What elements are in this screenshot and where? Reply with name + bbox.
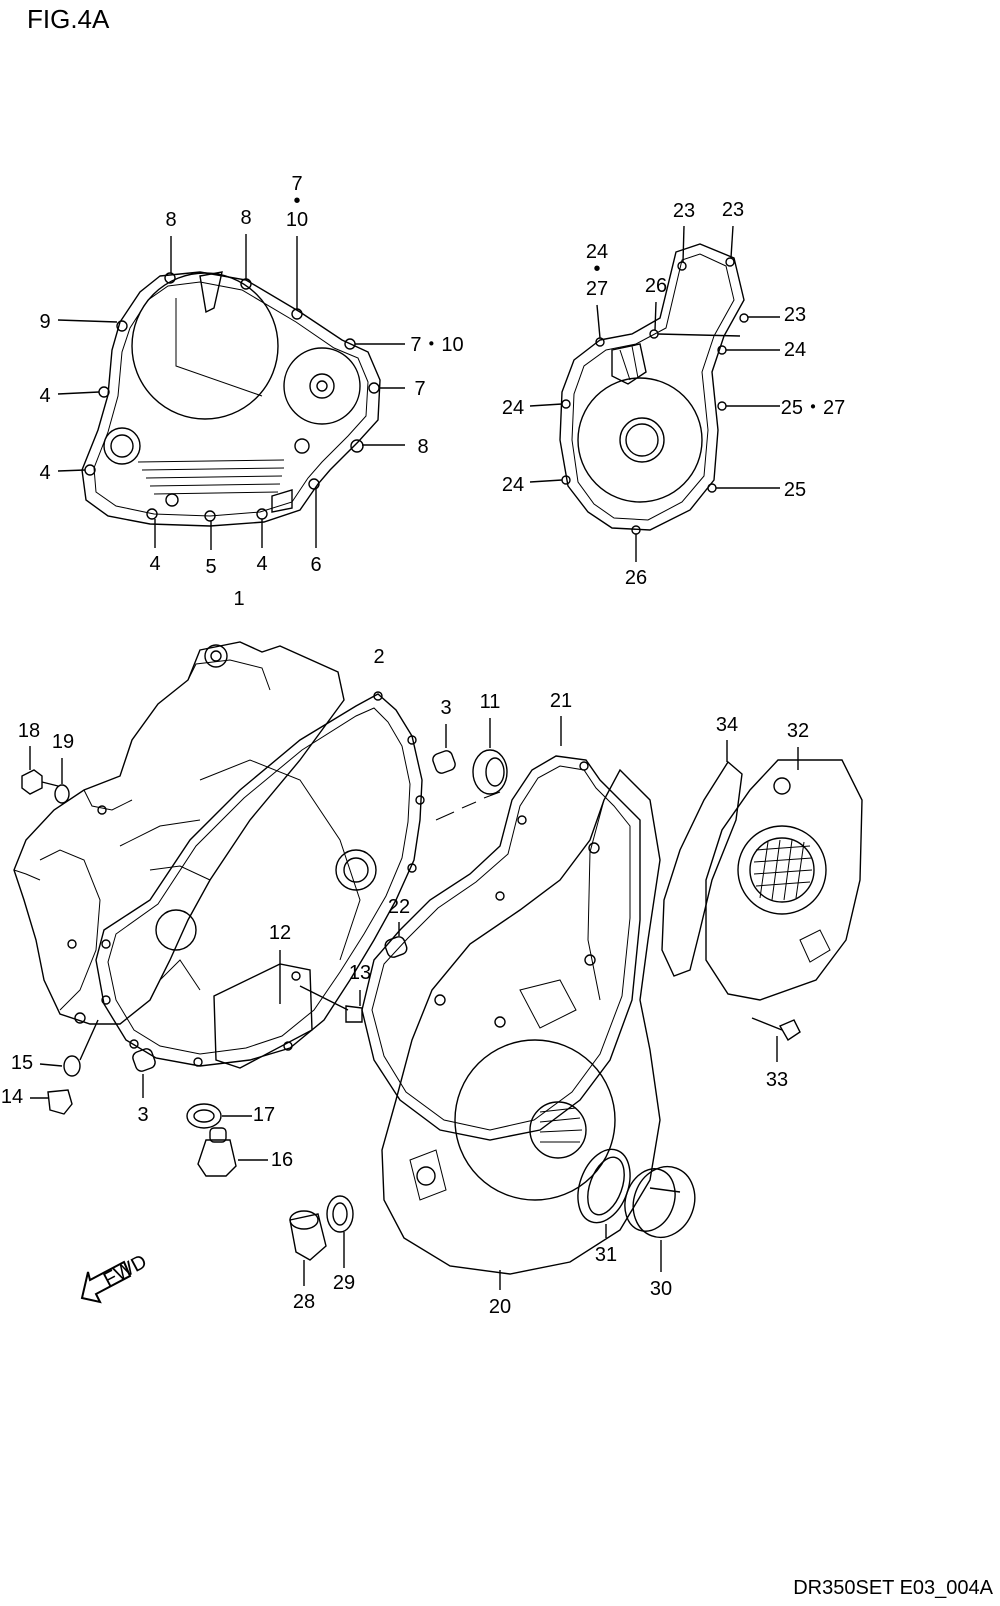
callout-c-25: 25 bbox=[784, 479, 806, 501]
callout-c-24-l1: 24 bbox=[502, 397, 524, 419]
callout-c-24-r1: 24 bbox=[784, 339, 806, 361]
figure-title: FIG.4A bbox=[27, 4, 110, 34]
fwd-arrow: FWD bbox=[80, 1251, 151, 1304]
callout-c-14: 14 bbox=[1, 1086, 23, 1108]
callout-c-19: 19 bbox=[52, 731, 74, 753]
callout-c-30: 30 bbox=[650, 1278, 672, 1300]
o-ring-17 bbox=[186, 1103, 252, 1129]
dowel-pin-3-bottom bbox=[132, 1048, 156, 1098]
washer-15 bbox=[39, 1019, 99, 1077]
dowel-pin-22 bbox=[384, 922, 408, 958]
callout-c-3-b: 3 bbox=[137, 1104, 148, 1126]
callout-c-32: 32 bbox=[787, 720, 809, 742]
callout-c-13: 13 bbox=[349, 962, 371, 984]
callout-c-23-a: 23 bbox=[673, 200, 695, 222]
callout-c-8-b: 8 bbox=[240, 207, 251, 229]
callout-c-7-top: 7 bbox=[291, 173, 302, 195]
magneto-cover bbox=[381, 768, 661, 1290]
callout-c-4-b: 4 bbox=[39, 462, 50, 484]
callout-c-23-c: 23 bbox=[784, 304, 806, 326]
callout-c-31: 31 bbox=[595, 1244, 617, 1266]
washer-19 bbox=[54, 758, 70, 804]
callout-c-34: 34 bbox=[716, 714, 738, 736]
plug-28 bbox=[289, 1210, 327, 1286]
crankcase-inner-details bbox=[155, 759, 377, 991]
callout-c-7-r: 7 bbox=[414, 378, 425, 400]
callout-c-33: 33 bbox=[766, 1069, 788, 1091]
o-ring-31 bbox=[577, 1148, 631, 1238]
callout-c-8-a: 8 bbox=[165, 209, 176, 231]
callout-c-dot-top: • bbox=[293, 190, 300, 212]
dowel-pin-3-top bbox=[432, 724, 456, 774]
clutch-cover bbox=[13, 641, 345, 1025]
bolt-33 bbox=[751, 1017, 801, 1062]
callout-c-11: 11 bbox=[480, 691, 501, 713]
callout-c-24-t: 24 bbox=[586, 241, 608, 263]
cover-screen-mesh bbox=[753, 839, 813, 901]
clutch-cover-gasket bbox=[95, 691, 425, 1067]
callout-c-2: 2 bbox=[373, 646, 384, 668]
magneto-cover-gasket bbox=[361, 716, 641, 1141]
callout-c-8-r: 8 bbox=[417, 436, 428, 458]
callout-c-16: 16 bbox=[271, 1149, 293, 1171]
cover-fins bbox=[137, 459, 285, 495]
callout-c-4-c: 4 bbox=[149, 553, 160, 575]
exploded-assembly: FWD bbox=[13, 641, 863, 1304]
callout-c-29: 29 bbox=[333, 1272, 355, 1294]
gasket-34 bbox=[661, 740, 743, 977]
cover-32 bbox=[705, 747, 863, 1001]
screw-13 bbox=[299, 985, 363, 1023]
callout-c-24-l2: 24 bbox=[502, 474, 524, 496]
callout-c-23-b: 23 bbox=[722, 199, 744, 221]
callout-c-20: 20 bbox=[489, 1296, 511, 1318]
oil-seal-11 bbox=[435, 718, 508, 821]
callout-c-18: 18 bbox=[18, 720, 40, 742]
callout-c-17: 17 bbox=[253, 1104, 275, 1126]
callout-c-9: 9 bbox=[39, 311, 50, 333]
callout-c-dot-r: • bbox=[593, 258, 600, 280]
callout-c-1: 1 bbox=[233, 588, 244, 610]
callout-c-12: 12 bbox=[269, 922, 291, 944]
clutch-cover-gasket-view bbox=[57, 234, 405, 550]
callout-c-4-d: 4 bbox=[256, 553, 267, 575]
callout-c-27-t: 27 bbox=[586, 278, 608, 300]
plug-30 bbox=[624, 1165, 696, 1272]
magneto-cover-gasket-view bbox=[529, 225, 780, 562]
callout-c-7-10: 7・10 bbox=[410, 334, 463, 356]
callout-c-22: 22 bbox=[388, 896, 410, 918]
callout-c-3-a: 3 bbox=[440, 697, 451, 719]
bolt-18 bbox=[21, 746, 59, 795]
callout-c-6: 6 bbox=[310, 554, 321, 576]
plate-12 bbox=[213, 950, 313, 1069]
figure-code: DR350SET E03_004A bbox=[793, 1577, 993, 1599]
callout-c-26-t: 26 bbox=[645, 275, 667, 297]
plug-14 bbox=[30, 1089, 73, 1115]
callout-c-15: 15 bbox=[11, 1052, 33, 1074]
callout-c-21: 21 bbox=[550, 690, 572, 712]
callout-c-10-top: 10 bbox=[286, 209, 308, 231]
callout-c-26-b: 26 bbox=[625, 567, 647, 589]
washer-29 bbox=[326, 1195, 354, 1268]
callout-c-4-a: 4 bbox=[39, 385, 50, 407]
plug-16 bbox=[197, 1127, 268, 1177]
callout-c-28: 28 bbox=[293, 1291, 315, 1313]
callout-c-25-27: 25・27 bbox=[781, 397, 846, 419]
callout-c-5: 5 bbox=[205, 556, 216, 578]
fwd-label: FWD bbox=[100, 1251, 151, 1292]
